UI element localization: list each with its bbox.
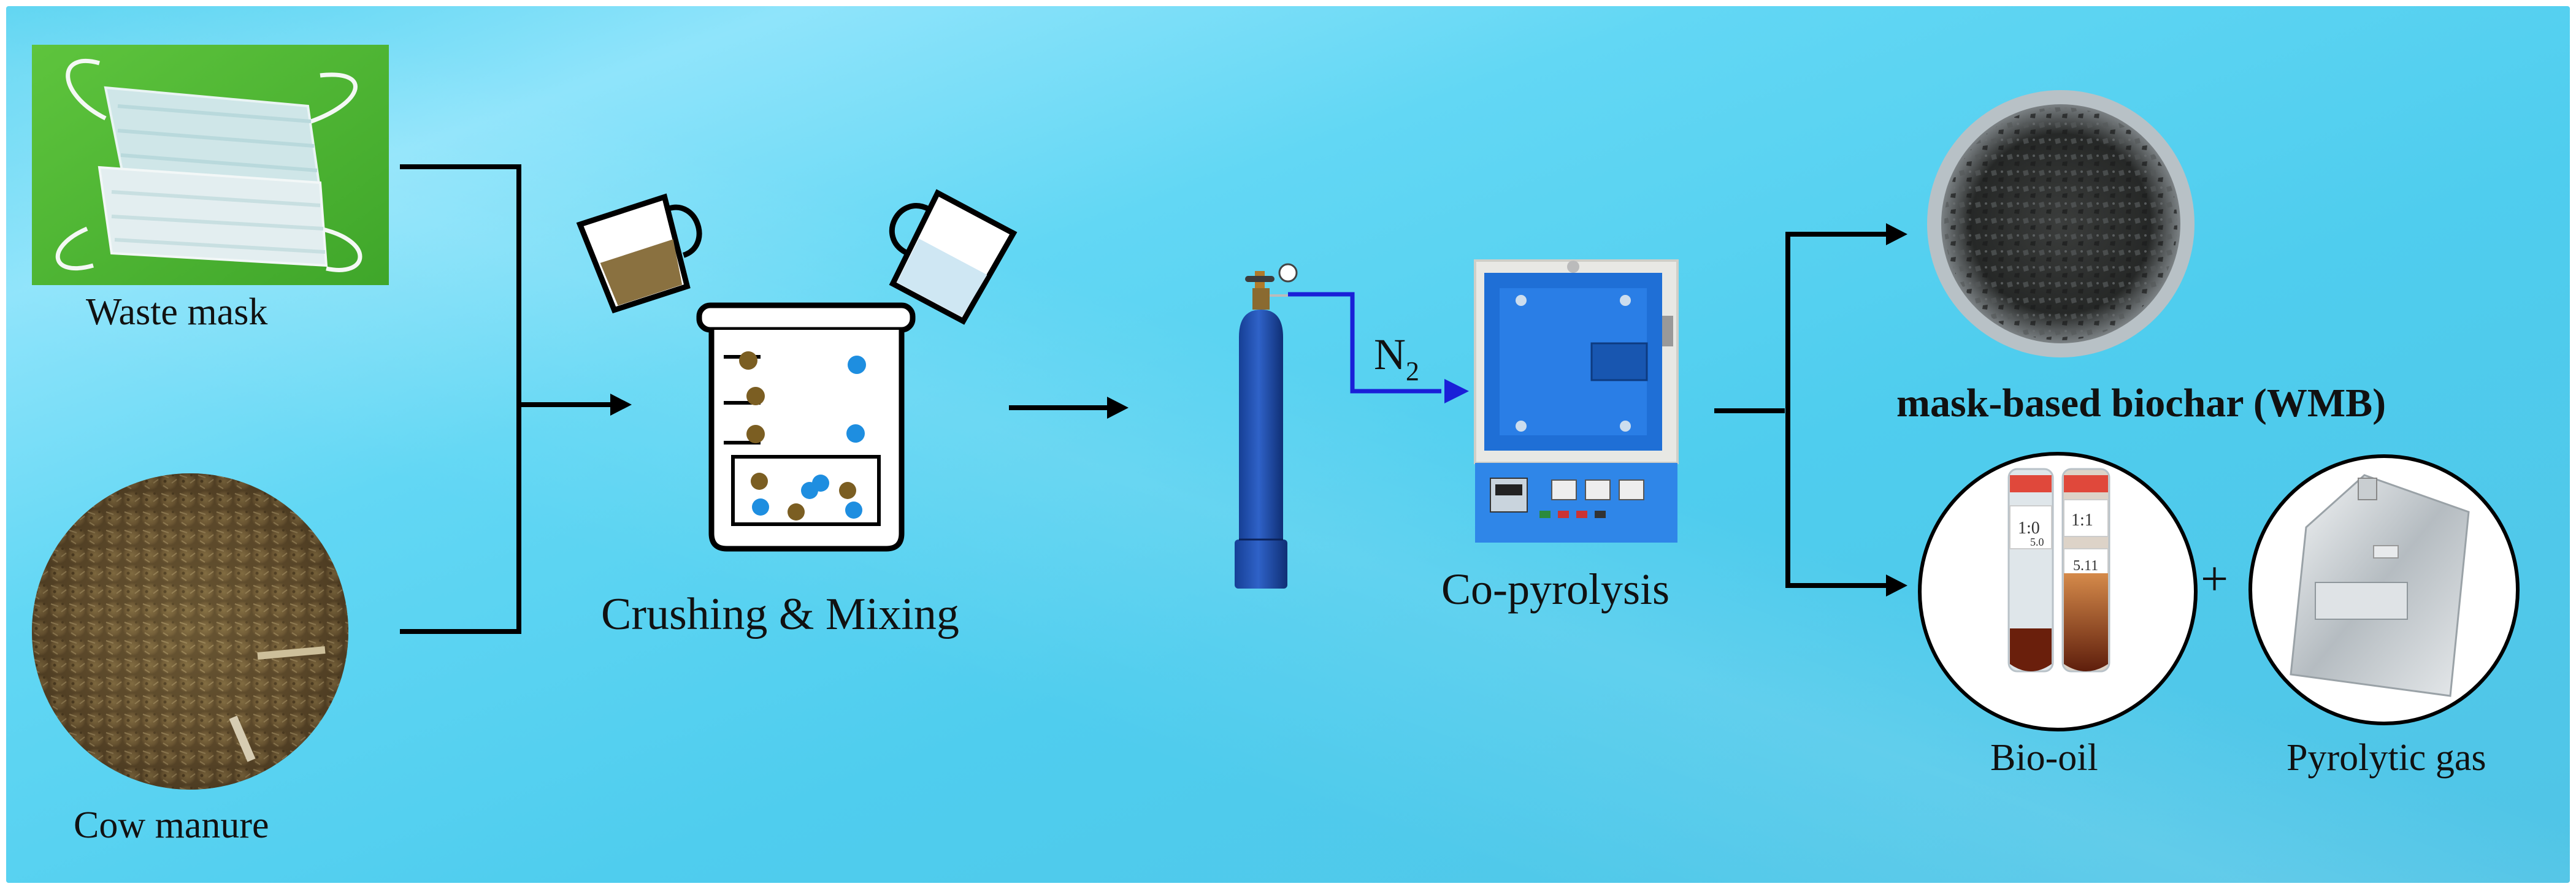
arrow-to-cylinder: [1009, 397, 1129, 419]
left-pouring-cup: [576, 193, 702, 314]
n2-main: N: [1374, 330, 1406, 379]
right-pouring-cup: [889, 189, 1018, 325]
tube-furnace: [1474, 259, 1679, 543]
n2-label: N2: [1374, 332, 1419, 385]
cow-manure-label: Cow manure: [74, 804, 269, 846]
waste-mask-label: Waste mask: [86, 291, 268, 333]
tube2-note: 5.11: [2073, 558, 2098, 574]
bio-oil-photo: 1:0 5.0 1:1 5.11: [1918, 452, 2198, 731]
biochar-photo: [1927, 90, 2195, 357]
split-arrow: [1714, 223, 1907, 597]
crushing-mixing-label: Crushing & Mixing: [601, 589, 959, 639]
merge-arrow: [400, 164, 632, 634]
pyrolytic-gas-label: Pyrolytic gas: [2287, 737, 2486, 779]
plus-sign: +: [2201, 552, 2229, 606]
cow-manure-photo: [32, 473, 348, 790]
mixing-beaker: [576, 189, 1018, 552]
tube2-ratio: 1:1: [2071, 511, 2093, 530]
waste-mask-photo: [32, 45, 389, 285]
tube1-ratio: 1:0: [2018, 519, 2040, 538]
pyrolytic-gas-photo: [2248, 454, 2520, 725]
bio-oil-label: Bio-oil: [1990, 737, 2098, 779]
n2-subscript: 2: [1406, 356, 1419, 386]
co-pyrolysis-label: Co-pyrolysis: [1441, 565, 1670, 614]
process-diagram: Waste mask Cow manure: [6, 6, 2570, 883]
biochar-label: mask-based biochar (WMB): [1896, 381, 2386, 425]
tube1-note: 5.0: [2030, 536, 2044, 548]
n2-gas-line: [1288, 292, 1469, 403]
gas-cylinder: [1235, 263, 1298, 589]
